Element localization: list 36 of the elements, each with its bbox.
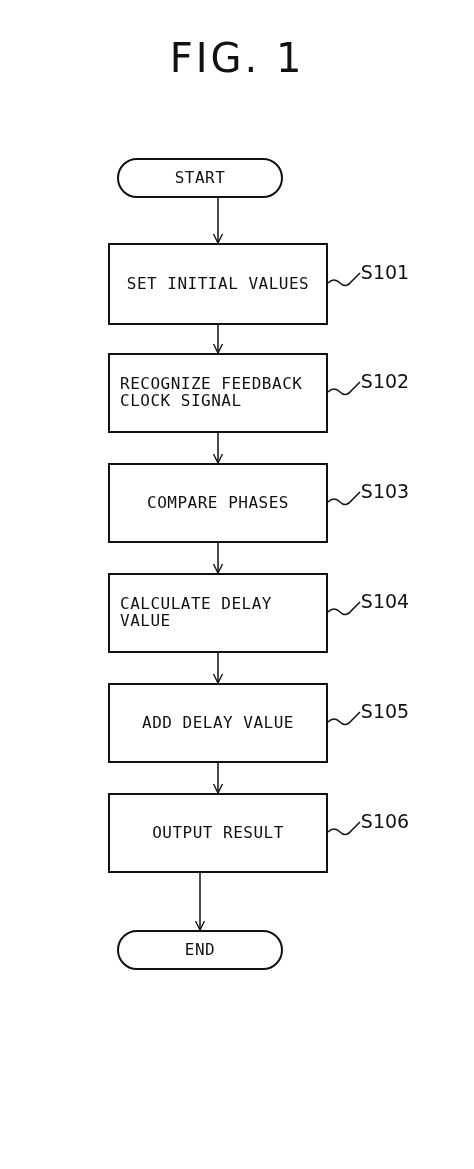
step-text: COMPARE PHASES: [146, 494, 290, 512]
arrow: [212, 432, 224, 464]
figure-title: FIG. 1: [168, 35, 306, 81]
process-box: [108, 573, 328, 653]
leader-line: [327, 821, 361, 836]
arrow: [194, 872, 206, 931]
terminal-text: START: [174, 169, 226, 187]
arrow: [212, 542, 224, 574]
arrow: [212, 652, 224, 684]
leader-line: [327, 491, 361, 506]
terminal-box: [117, 158, 283, 198]
process-box: [108, 243, 328, 325]
step-number: S105: [360, 702, 410, 722]
leader-line: [327, 601, 361, 616]
arrow: [212, 197, 224, 244]
leader-line: [327, 381, 361, 396]
terminal-box: [117, 930, 283, 970]
step-number: S104: [360, 592, 410, 612]
process-box: [108, 793, 328, 873]
step-text: RECOGNIZE FEEDBACK CLOCK SIGNAL: [119, 376, 304, 410]
step-number: S101: [360, 263, 410, 283]
leader-line: [327, 272, 361, 287]
step-text: ADD DELAY VALUE: [141, 714, 295, 732]
step-number: S103: [360, 482, 410, 502]
process-box: [108, 353, 328, 433]
process-box: [108, 683, 328, 763]
process-box: [108, 463, 328, 543]
step-number: S106: [360, 812, 410, 832]
leader-line: [327, 711, 361, 726]
step-number: S102: [360, 372, 410, 392]
step-text: SET INITIAL VALUES: [125, 275, 311, 293]
arrow: [212, 762, 224, 794]
step-text: OUTPUT RESULT: [151, 824, 285, 842]
step-text: CALCULATE DELAY VALUE: [119, 596, 273, 630]
terminal-text: END: [184, 941, 216, 959]
arrow: [212, 324, 224, 354]
